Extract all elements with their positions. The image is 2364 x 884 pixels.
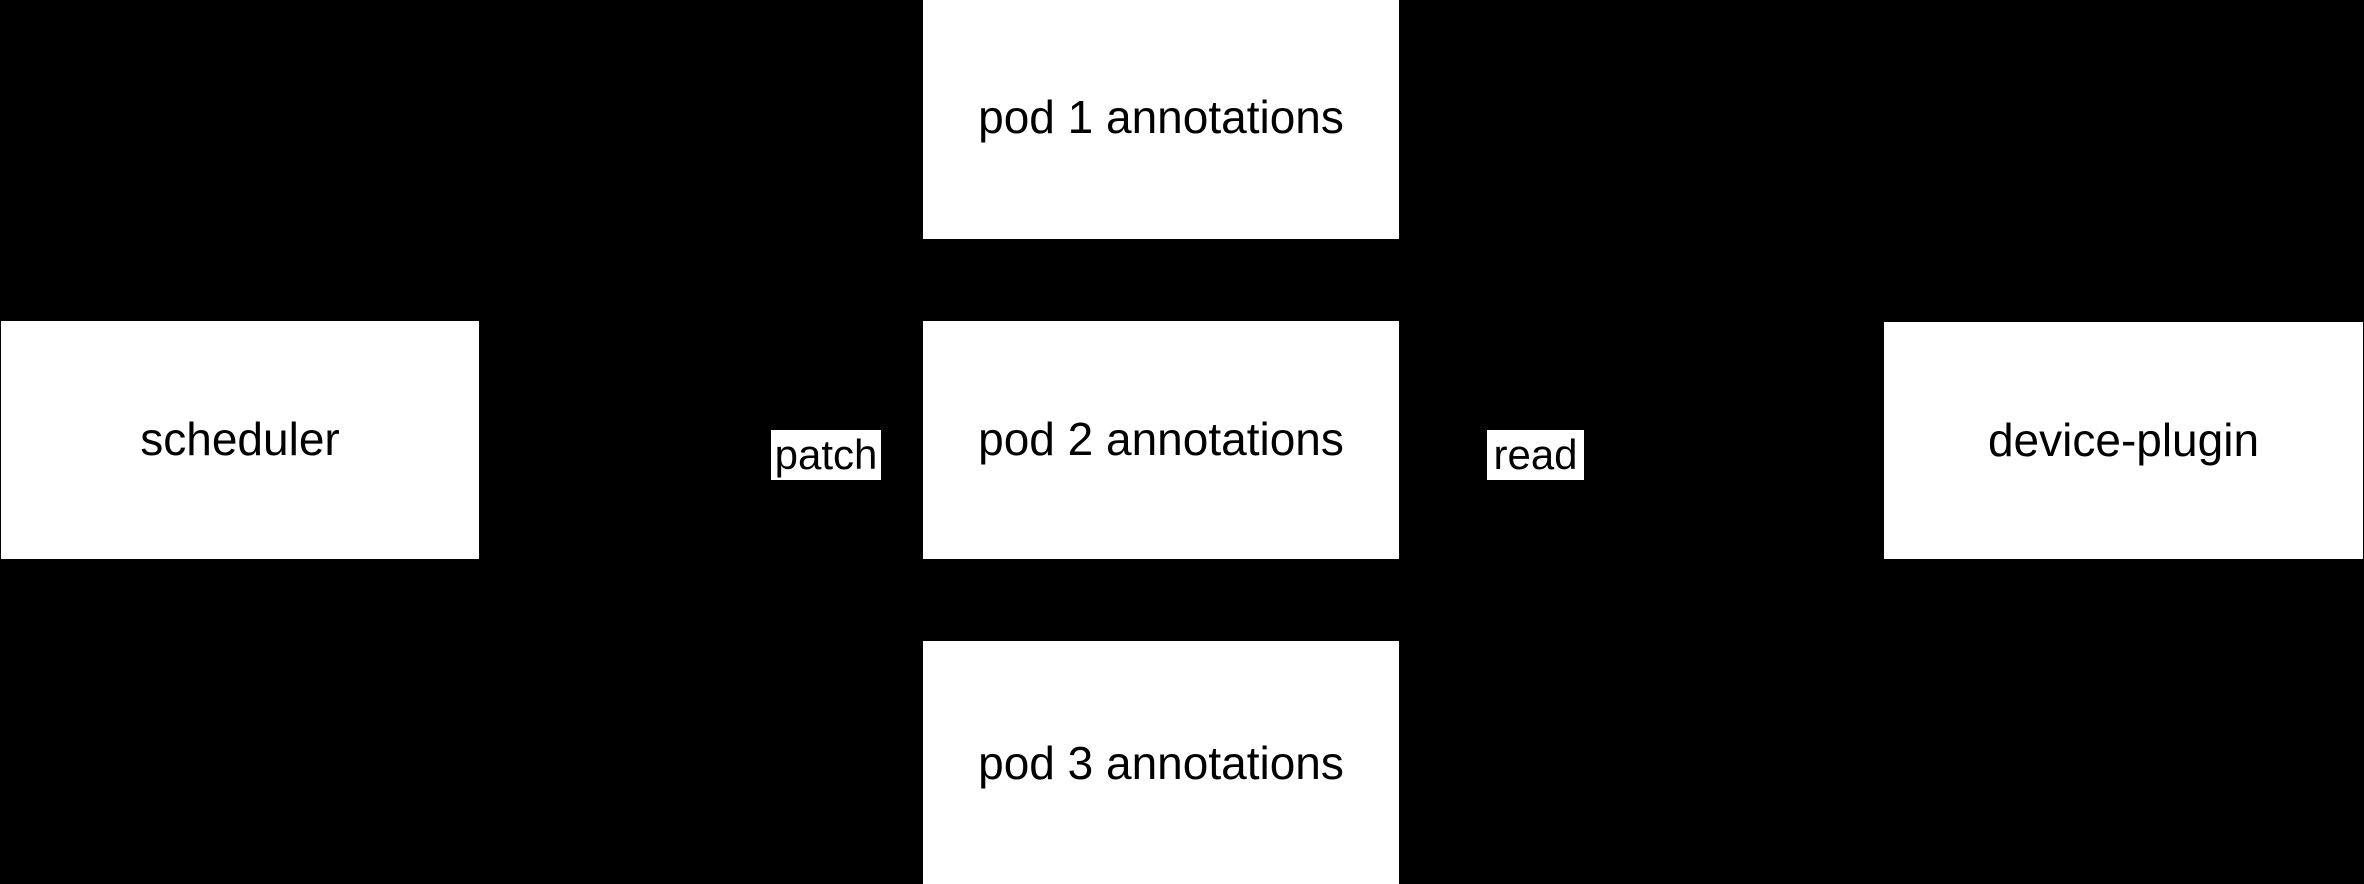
node-pod-2-annotations[interactable]: pod 2 annotations [922,320,1400,560]
node-pod-3-annotations[interactable]: pod 3 annotations [922,640,1400,884]
node-device-plugin-label: device-plugin [1987,413,2260,466]
node-device-plugin[interactable]: device-plugin [1883,321,2364,560]
node-scheduler-label: scheduler [140,413,340,466]
node-pod-1-annotations[interactable]: pod 1 annotations [922,0,1400,240]
edge-scheduler-to-pod2 [480,439,922,441]
edge-label-read-text: read [1493,430,1578,478]
edge-label-read: read [1487,430,1584,480]
edge-pod2-to-device-plugin [1400,439,1883,441]
node-pod-3-annotations-label: pod 3 annotations [978,737,1344,790]
node-pod-1-annotations-label: pod 1 annotations [978,91,1344,144]
edge-label-patch-text: patch [774,430,878,478]
node-scheduler[interactable]: scheduler [0,320,480,560]
edge-label-patch: patch [771,430,881,480]
node-pod-2-annotations-label: pod 2 annotations [978,413,1344,466]
